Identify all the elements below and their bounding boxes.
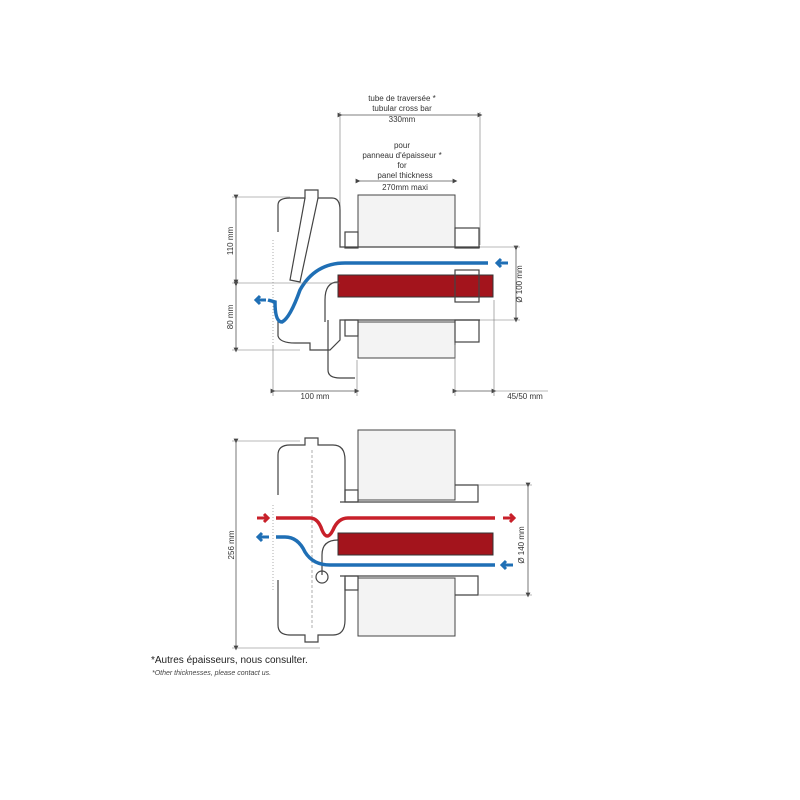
panel-label-fr-1: pour [394, 141, 410, 150]
housing-bottom [277, 319, 480, 351]
hot-air-flow [276, 516, 495, 538]
arrow-right-icon [257, 512, 271, 524]
arrow-left-icon [499, 559, 513, 571]
arrow-left-icon [255, 531, 269, 543]
top-diagram: tube de traversée * tubular cross bar 33… [226, 94, 548, 401]
panel-label-en-2: panel thickness [377, 171, 432, 180]
heater-element [337, 274, 494, 298]
housing-top [277, 189, 480, 248]
dim-100: 100 mm [301, 392, 330, 401]
dim-110: 110 mm [226, 227, 235, 256]
heater-element [337, 532, 494, 556]
arrow-left-icon [494, 257, 508, 269]
panel-lower [357, 321, 456, 359]
panel-max: 270mm maxi [382, 183, 428, 192]
housing-top [277, 437, 346, 500]
arrow-right-icon [503, 512, 517, 524]
dim-diameter-100: Ø 100 mm [515, 265, 524, 303]
dim-diameter-140: Ø 140 mm [517, 526, 526, 564]
panel-upper [357, 429, 456, 501]
tube-label-en: tubular cross bar [372, 104, 432, 113]
tube-label-fr: tube de traversée * [368, 94, 436, 103]
tube-length: 330mm [389, 115, 416, 124]
dim-80: 80 mm [226, 304, 235, 329]
housing-bottom [277, 578, 346, 643]
panel-label-en-1: for [397, 161, 407, 170]
panel-lower [357, 577, 456, 637]
footnote-en: *Other thicknesses, please contact us. [152, 670, 272, 677]
panel-upper [357, 194, 456, 248]
dim-256: 256 mm [227, 530, 236, 559]
cold-air-flow [276, 535, 495, 567]
arrow-left-icon [253, 294, 266, 306]
cold-air-flow [267, 261, 488, 324]
panel-label-fr-2: panneau d'épaisseur * [362, 151, 441, 160]
footnote-fr: *Autres épaisseurs, nous consulter. [151, 655, 308, 666]
dim-45-50: 45/50 mm [507, 392, 543, 401]
bottom-diagram: 256 mm Ø 140 mm [227, 429, 532, 651]
